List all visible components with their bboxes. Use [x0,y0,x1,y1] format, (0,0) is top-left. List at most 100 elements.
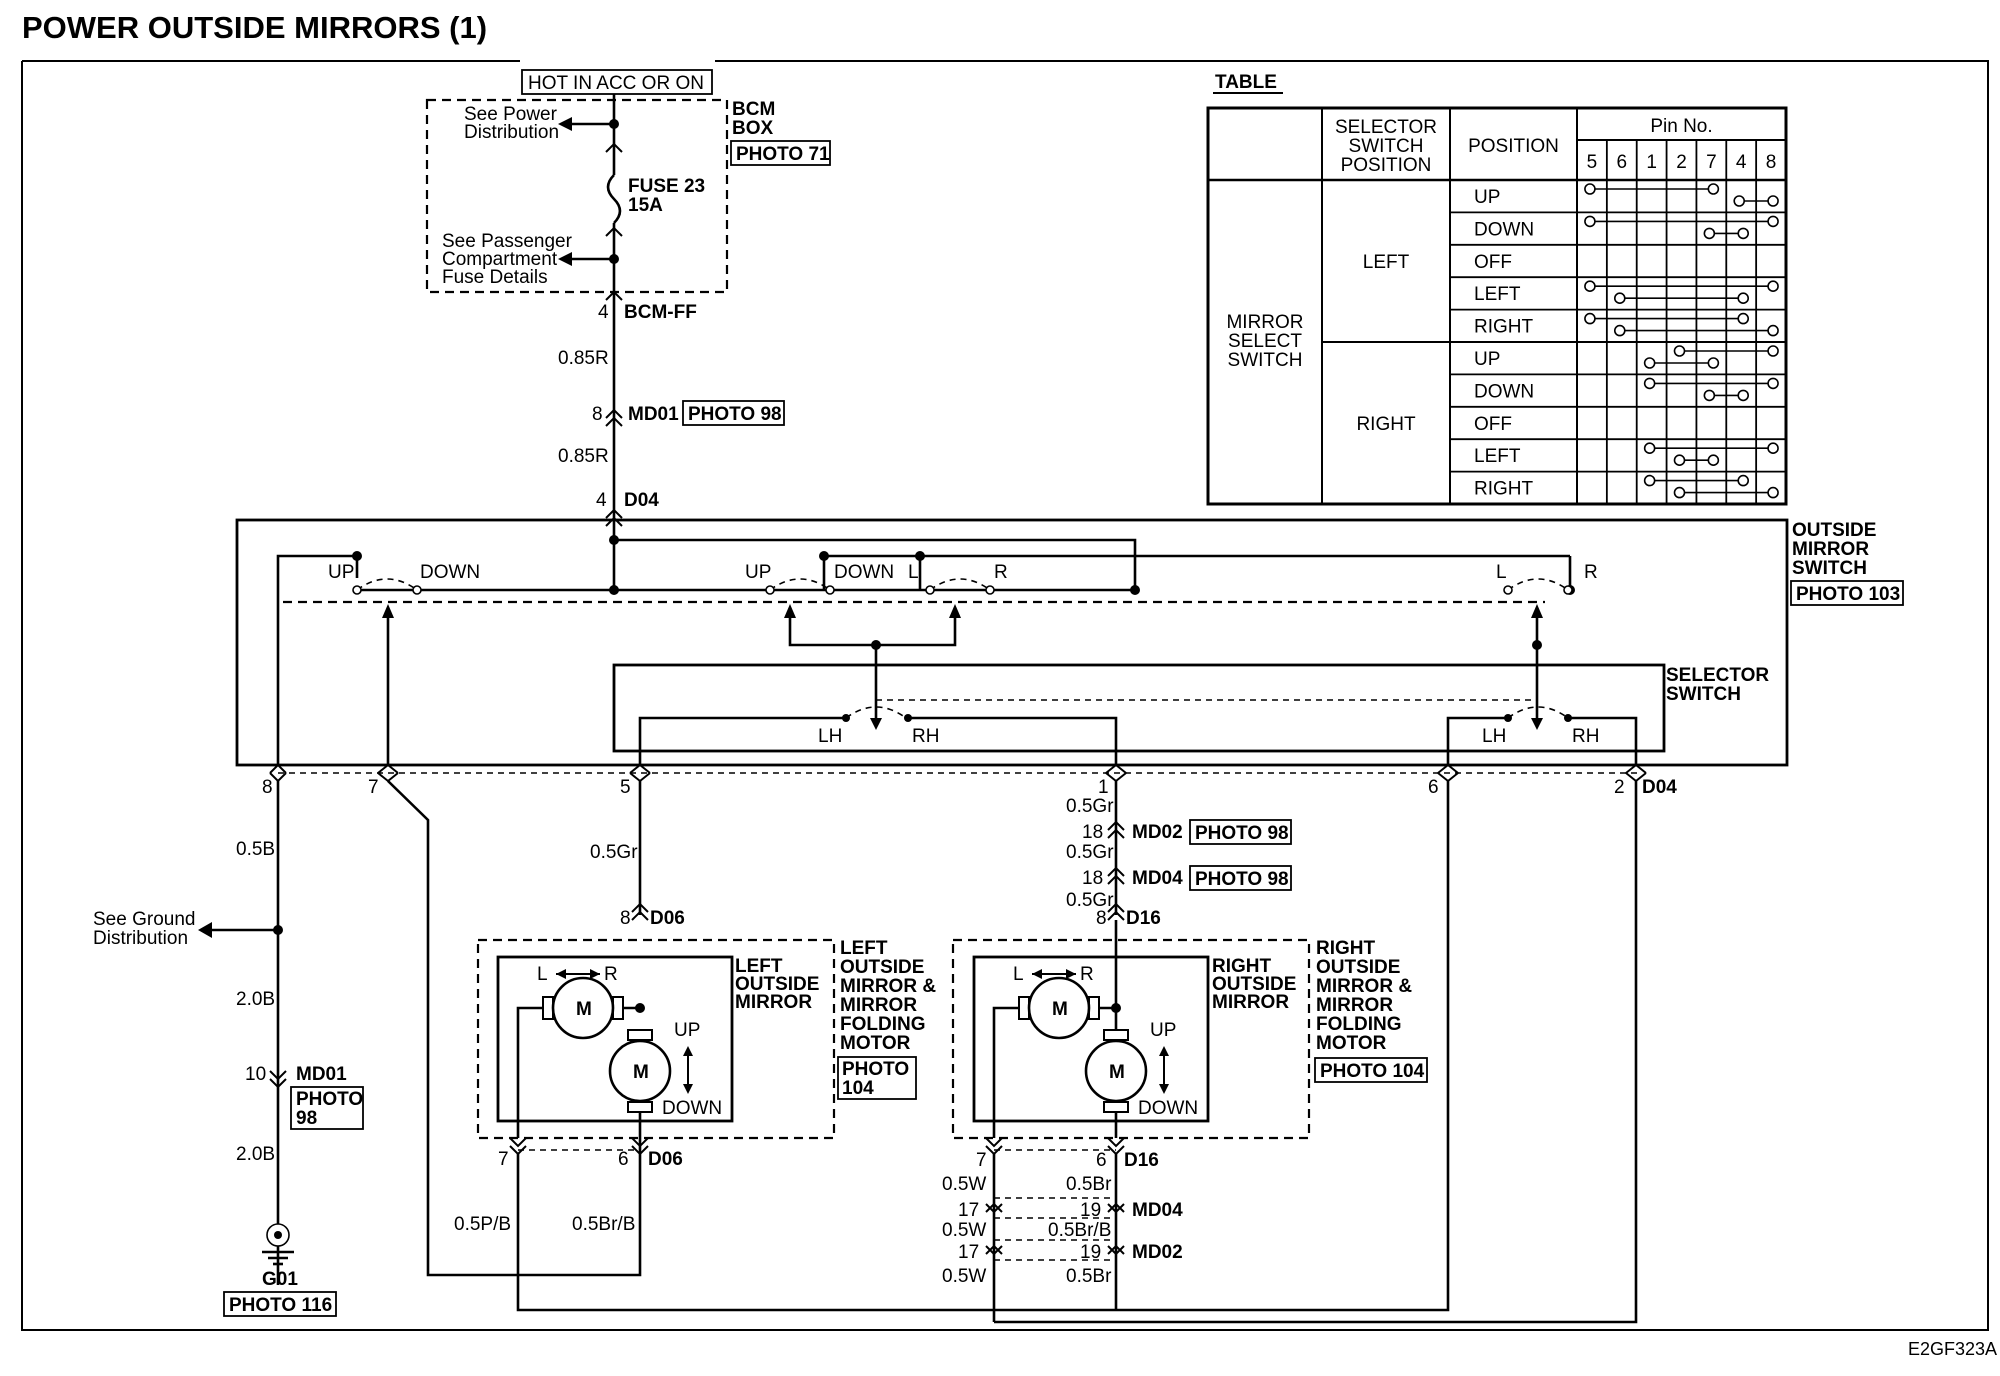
svg-text:D06: D06 [648,1149,683,1170]
svg-text:PHOTO 98: PHOTO 98 [688,404,782,425]
svg-text:0.5Gr: 0.5Gr [1066,842,1114,863]
bcm-box: HOT IN ACC OR ON BCM BOX PHOTO 71 See Po… [425,69,831,323]
svg-text:6: 6 [1428,777,1439,798]
svg-text:MD01: MD01 [628,404,679,425]
switch-up-label: UP [328,562,354,583]
svg-text:8: 8 [262,777,273,798]
svg-text:6: 6 [1096,1150,1107,1171]
svg-text:0.5B: 0.5B [236,839,275,860]
table-pin-number: 8 [1766,152,1777,173]
svg-text:G01: G01 [262,1269,298,1290]
svg-text:See Passenger: See Passenger [442,231,573,252]
fuse-symbol [606,174,622,224]
table-header-selector: SELECTOR [1335,117,1437,138]
svg-text:MOTOR: MOTOR [1316,1033,1387,1054]
table-selector-right: RIGHT [1356,414,1416,435]
svg-text:DOWN: DOWN [1138,1098,1198,1119]
page-title: POWER OUTSIDE MIRRORS (1) [22,10,487,45]
svg-text:MIRROR: MIRROR [1792,539,1869,560]
svg-text:4: 4 [598,302,609,323]
left-updown-motor [608,1039,672,1103]
svg-text:MD02: MD02 [1132,1242,1183,1263]
fuse-label: FUSE 23 [628,176,705,197]
svg-text:M: M [633,1062,649,1083]
svg-text:R: R [1080,964,1094,985]
svg-text:FOLDING: FOLDING [1316,1014,1402,1035]
svg-text:0.5Gr: 0.5Gr [1066,796,1114,817]
svg-text:BOX: BOX [732,118,774,139]
svg-text:PHOTO: PHOTO [296,1089,363,1110]
svg-text:LH: LH [1482,726,1506,747]
svg-text:6: 6 [618,1149,629,1170]
svg-text:See Ground: See Ground [93,909,195,930]
table-heading: TABLE [1215,72,1277,93]
svg-text:R: R [1584,562,1598,583]
table-position-5: UP [1474,349,1500,370]
svg-text:R: R [994,562,1008,583]
svg-text:D04: D04 [624,490,659,511]
svg-text:8: 8 [1096,908,1107,929]
svg-text:UP: UP [745,562,771,583]
table-group-label: SELECT [1228,331,1302,352]
svg-text:5: 5 [620,777,631,798]
svg-text:OUTSIDE: OUTSIDE [840,957,924,978]
svg-text:OUTSIDE: OUTSIDE [1212,974,1296,995]
table-position-1: DOWN [1474,219,1534,240]
bcm-connector: BCM-FF [624,302,697,323]
table-header-selector: SWITCH [1349,136,1424,157]
svg-text:D16: D16 [1124,1150,1159,1171]
svg-text:19: 19 [1080,1242,1101,1263]
svg-text:MIRROR: MIRROR [1316,995,1393,1016]
svg-text:Compartment: Compartment [442,249,558,270]
svg-text:MIRROR &: MIRROR & [840,976,936,997]
left-lr-motor [551,976,615,1040]
svg-text:M: M [576,999,592,1020]
svg-text:D06: D06 [650,908,685,929]
svg-text:D04: D04 [1642,777,1677,798]
svg-text:MD02: MD02 [1132,822,1183,843]
svg-text:D16: D16 [1126,908,1161,929]
switch-down-label: DOWN [420,562,480,583]
svg-text:19: 19 [1080,1200,1101,1221]
table-pin-number: 1 [1646,152,1657,173]
svg-text:DOWN: DOWN [834,562,894,583]
svg-text:7: 7 [368,777,379,798]
svg-text:0.5P/B: 0.5P/B [454,1214,511,1235]
svg-text:1: 1 [1098,777,1109,798]
svg-text:PHOTO: PHOTO [842,1059,909,1080]
svg-text:L: L [1013,964,1024,985]
svg-text:17: 17 [958,1242,979,1263]
table-selector-left: LEFT [1363,252,1410,273]
svg-text:MD04: MD04 [1132,1200,1183,1221]
svg-text:7: 7 [976,1150,987,1171]
selector-lh-label: LH [818,726,842,747]
svg-text:15A: 15A [628,195,663,216]
svg-text:PHOTO 98: PHOTO 98 [1195,823,1289,844]
table-group-label: MIRROR [1226,312,1303,333]
svg-text:MOTOR: MOTOR [840,1033,911,1054]
svg-text:SWITCH: SWITCH [1792,558,1867,579]
svg-text:LEFT: LEFT [840,938,888,959]
svg-text:2.0B: 2.0B [236,1144,275,1165]
right-mirror: 0.5Gr 18 MD02 PHOTO 98 0.5Gr 18 MD04 PHO… [942,781,1638,1324]
svg-text:OUTSIDE: OUTSIDE [735,974,819,995]
svg-text:0.5W: 0.5W [942,1220,986,1241]
table-header-pin: Pin No. [1650,116,1712,137]
svg-text:DOWN: DOWN [662,1098,722,1119]
svg-text:M: M [1052,999,1068,1020]
table-position-7: OFF [1474,414,1512,435]
svg-text:MD01: MD01 [296,1064,347,1085]
svg-text:Distribution: Distribution [93,928,188,949]
svg-text:SWITCH: SWITCH [1666,684,1741,705]
ground-photo-ref: PHOTO 116 [229,1295,332,1316]
table-pin-number: 6 [1616,152,1627,173]
table-position-3: LEFT [1474,284,1521,305]
svg-text:7: 7 [498,1149,509,1170]
svg-text:4: 4 [596,490,607,511]
svg-text:18: 18 [1082,822,1103,843]
svg-text:104: 104 [842,1078,874,1099]
svg-text:98: 98 [296,1108,317,1129]
svg-text:L: L [537,964,548,985]
svg-text:2: 2 [1614,777,1625,798]
svg-text:SELECTOR: SELECTOR [1666,665,1769,686]
